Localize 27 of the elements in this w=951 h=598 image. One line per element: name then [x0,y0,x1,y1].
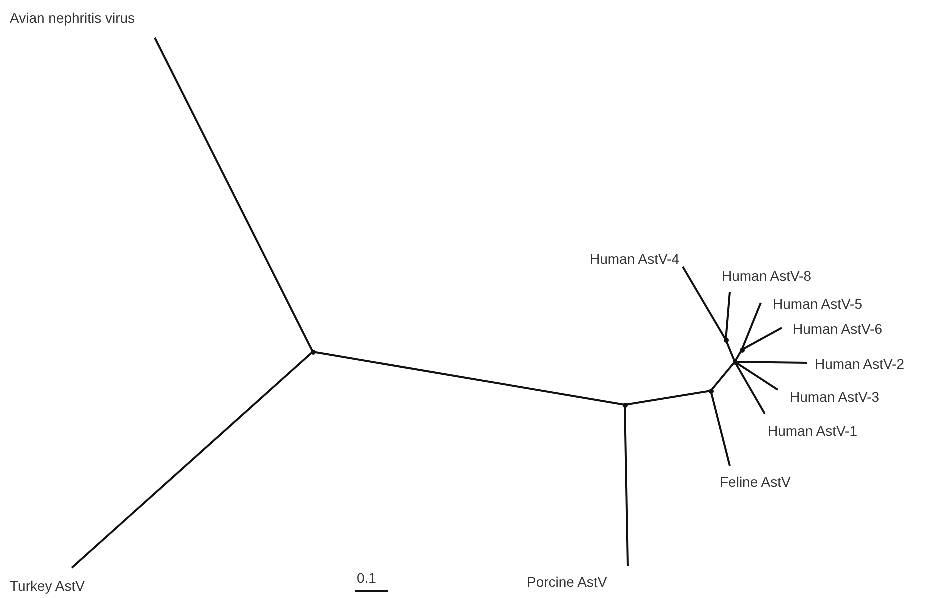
taxon-label: Human AstV-5 [773,296,862,312]
taxon-label: Porcine AstV [527,574,608,590]
taxon-label: Avian nephritis virus [10,10,136,26]
taxon-label: Human AstV-1 [768,423,858,439]
tree-branch [71,351,314,569]
tree-branch [742,327,782,351]
tree-branch [154,38,314,352]
tree-branch [710,361,736,392]
branch-point [622,402,628,408]
branch-point [310,350,316,354]
tree-branch [734,362,766,414]
taxon-label: Turkey AstV [10,578,85,594]
branch-point [732,360,738,364]
branch-point [724,338,728,342]
tree-branch [741,302,762,350]
scale-value: 0.1 [357,570,376,586]
branch-point [740,348,744,352]
tree-branch [734,350,743,362]
taxon-label: Human AstV-6 [793,321,882,337]
tree-branch [682,266,727,340]
tree-branch [725,292,731,340]
branch-point [708,388,714,394]
taxon-label: Human AstV-3 [790,389,880,405]
taxon-label: Human AstV-8 [722,268,812,284]
taxon-label: Feline AstV [720,474,791,490]
taxon-label: Human AstV-4 [590,251,680,267]
taxon-label: Human AstV-2 [815,356,904,372]
